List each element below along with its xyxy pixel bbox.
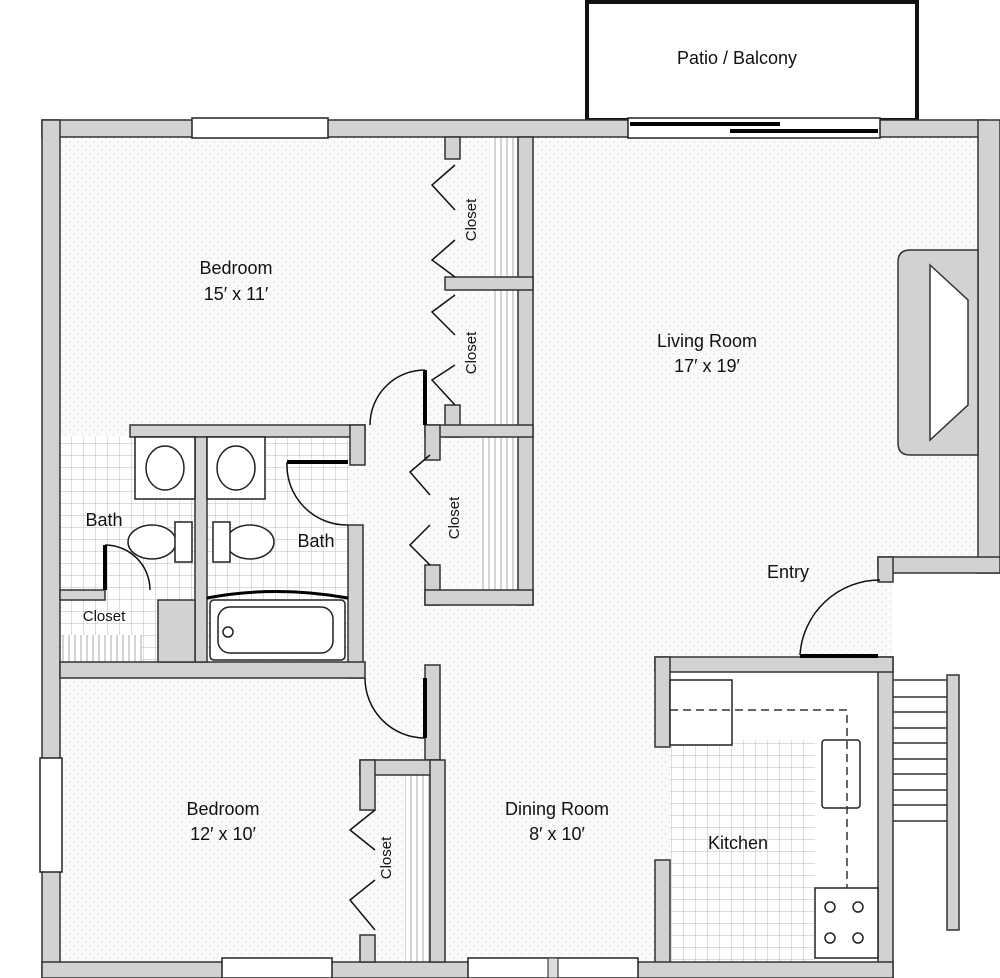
room-labels: Patio / Balcony Bedroom 15′ x 11′ Living… xyxy=(83,48,809,879)
patio-outline xyxy=(585,0,919,122)
bath1-label: Bath xyxy=(85,510,122,530)
windows xyxy=(39,117,881,978)
dining-room-label: Dining Room xyxy=(505,799,609,819)
bedroom2-label: Bedroom xyxy=(186,799,259,819)
entry-label: Entry xyxy=(767,562,809,582)
fixtures xyxy=(127,436,879,959)
living-room-size: 17′ x 19′ xyxy=(674,356,740,376)
closet-small-label: Closet xyxy=(83,608,126,625)
bedroom2-size: 12′ x 10′ xyxy=(190,824,256,844)
patio-label: Patio / Balcony xyxy=(677,48,797,68)
bedroom1-size: 15′ x 11′ xyxy=(204,284,269,304)
closet3-label: Closet xyxy=(446,496,463,539)
closet1-label: Closet xyxy=(463,198,480,241)
fireplace xyxy=(897,249,979,456)
living-room-label: Living Room xyxy=(657,331,757,351)
dining-room-size: 8′ x 10′ xyxy=(529,824,585,844)
kitchen-label: Kitchen xyxy=(708,833,768,853)
bath2-label: Bath xyxy=(297,531,334,551)
exterior-stairs xyxy=(893,674,960,931)
bedroom1-label: Bedroom xyxy=(199,258,272,278)
closet2-label: Closet xyxy=(463,331,480,374)
closet4-label: Closet xyxy=(378,836,395,879)
doors xyxy=(103,164,881,931)
